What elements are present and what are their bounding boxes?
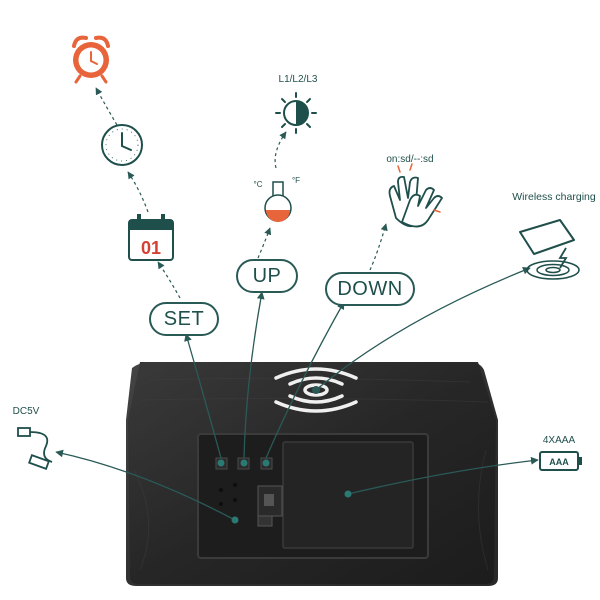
power-label: DC5V [13,406,40,417]
set-button-label: SET [149,302,219,336]
phone-wireless-charging-icon [519,219,580,280]
calendar-icon [128,214,174,261]
dashed-lines [95,87,388,299]
clap-hands-icon [388,175,443,228]
celsius-label: °C [254,180,263,189]
brightness-label: L1/L2/L3 [279,74,318,85]
clock-icon [101,124,143,166]
up-button-label: UP [236,259,298,293]
thermometer-flask-icon [264,181,292,222]
brightness-icon [275,92,317,134]
battery-icon [539,451,582,471]
wireless-label: Wireless charging [512,191,596,203]
usb-cable-icon [17,427,53,470]
fahrenheit-label: °F [292,176,300,185]
battery-label: 4XAAA [543,435,576,446]
connector-lines [55,266,539,521]
down-button-label: DOWN [325,272,415,306]
clap-sound-marks [397,163,441,213]
alarm-clock-icon [72,35,110,84]
calendar-day: 01 [141,238,161,258]
battery-icon-text: AAA [549,457,569,467]
sound-label: on:sd/--:sd [386,154,433,165]
